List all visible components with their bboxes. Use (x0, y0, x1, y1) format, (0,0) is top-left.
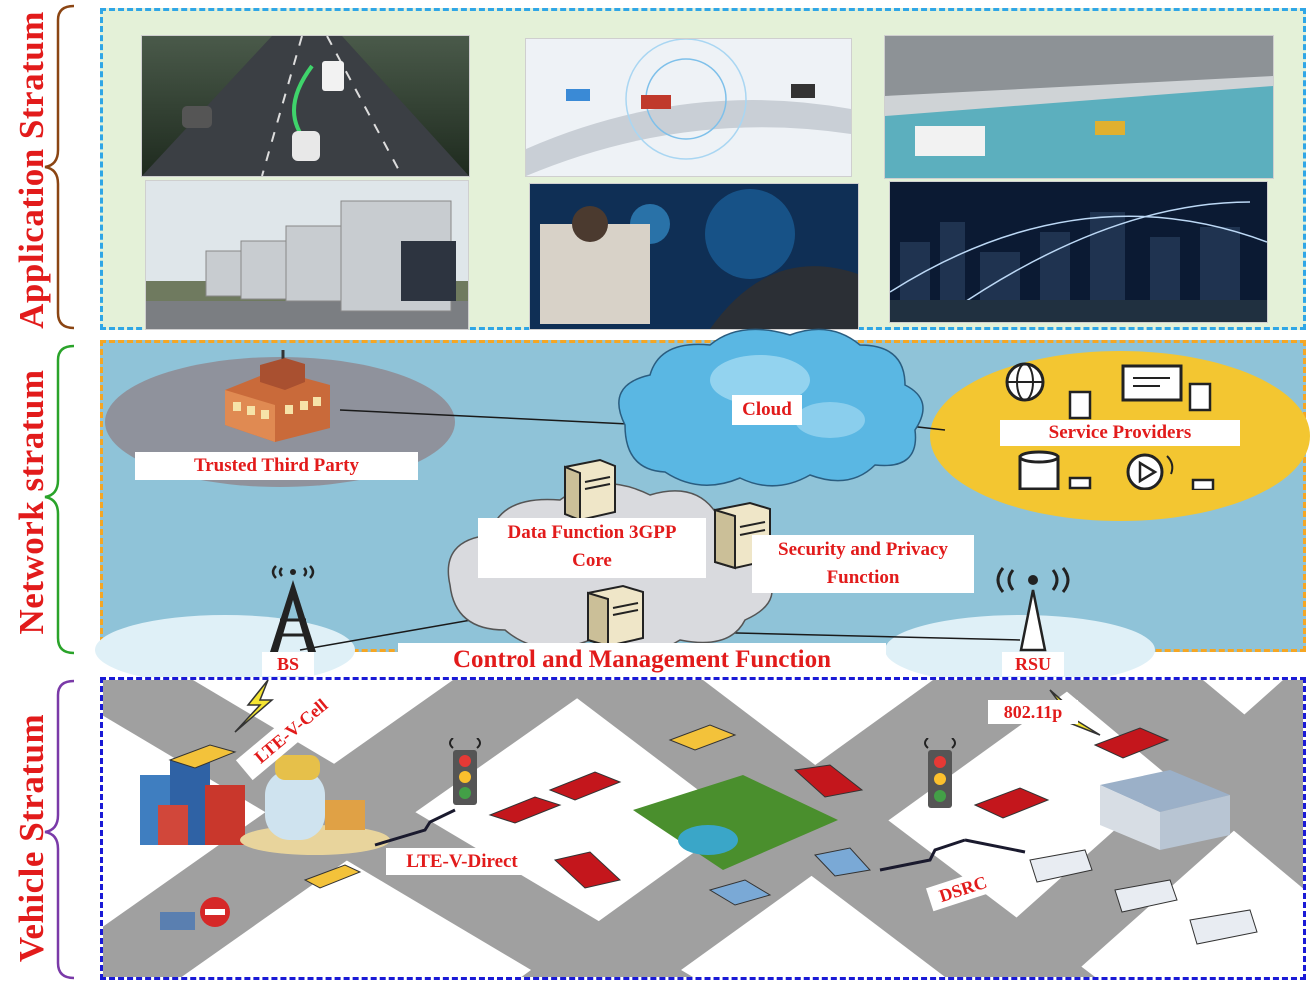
data-function-label-line2: Core (572, 550, 612, 571)
data-function-label: Data Function 3GPP Core (478, 518, 706, 578)
lightning-icon (234, 679, 1101, 736)
security-privacy-label: Security and Privacy Function (752, 535, 974, 593)
driver-hud-photo (529, 183, 859, 330)
traffic-light-icon-2 (924, 738, 956, 808)
city-buildings-icon (140, 755, 390, 855)
bs-antenna-tower-icon (270, 565, 316, 652)
service-providers-label: Service Providers (1000, 420, 1240, 446)
service-station-icon (1100, 770, 1230, 850)
rsu-antenna-icon (996, 567, 1070, 652)
truck-platoon-photo (145, 180, 469, 330)
globe-icon (1005, 362, 1092, 420)
bus-icon (1029, 849, 1258, 945)
service-provider-icons (1005, 362, 1215, 490)
data-function-server-icon (564, 458, 616, 522)
cloud-label: Cloud (732, 395, 802, 425)
highway-lane-change-photo (141, 35, 470, 177)
bs-label: BS (262, 652, 314, 676)
network-bracket (44, 344, 75, 655)
connected-vehicles-photo (525, 38, 852, 177)
trusted-third-party-label: Trusted Third Party (135, 452, 418, 480)
application-bracket (44, 4, 75, 330)
vehicle-bracket (44, 679, 75, 980)
play-icon (1126, 453, 1215, 490)
car-icon (168, 724, 1170, 906)
data-function-label-line1: Data Function 3GPP (507, 522, 677, 543)
wireless-link-icons (374, 808, 1026, 872)
database-icon (1018, 450, 1092, 490)
parking-structure-photo (884, 35, 1274, 179)
smart-city-night-photo (889, 181, 1268, 323)
trusted-party-building-icon (225, 350, 330, 442)
browser-icon (1121, 364, 1212, 412)
no-entry-sign-icon (160, 897, 230, 930)
security-privacy-label-line1: Security and Privacy (778, 539, 948, 560)
rsu-label: RSU (1002, 652, 1064, 676)
traffic-light-icon (449, 738, 481, 805)
lte-v-direct-label: LTE-V-Direct (386, 848, 538, 875)
security-privacy-label-line2: Function (826, 567, 900, 588)
control-management-label: Control and Management Function (398, 643, 886, 676)
802-11p-label: 802.11p (988, 700, 1078, 724)
